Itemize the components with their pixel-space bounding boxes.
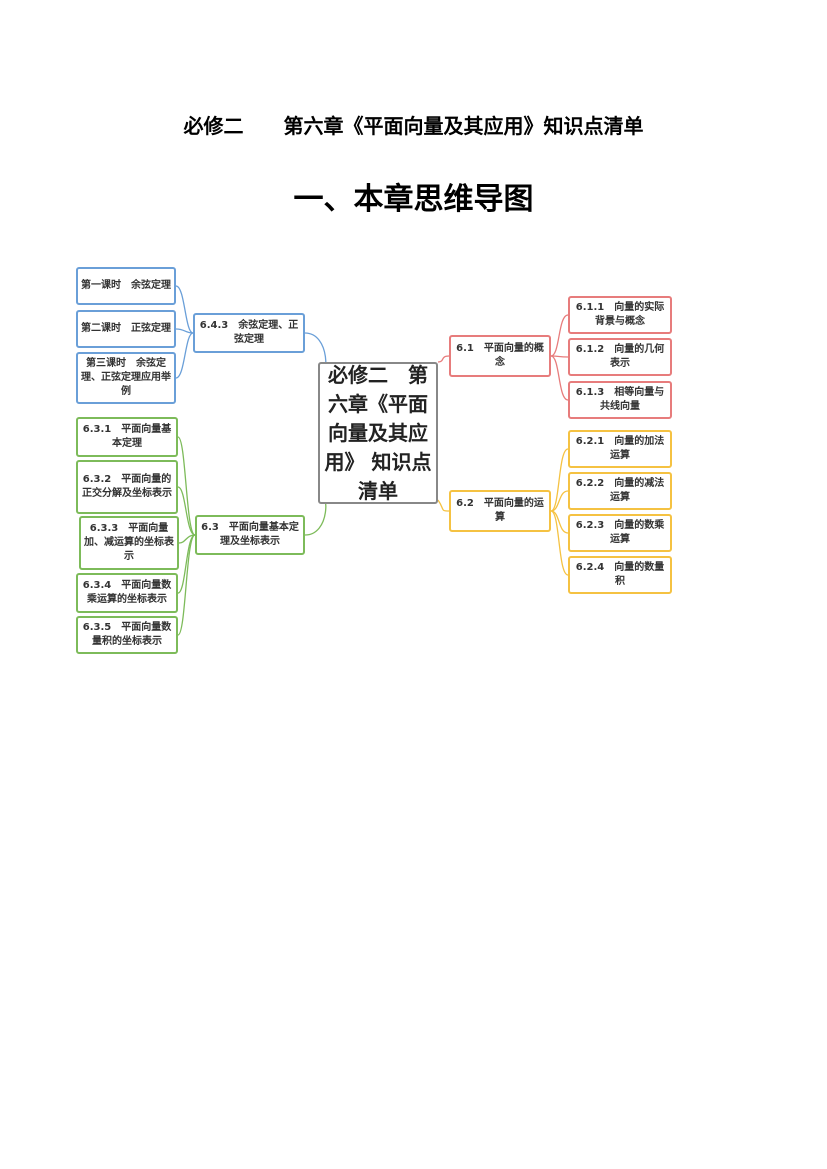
leaf-lesson-3: 第三课时 余弦定理、正弦定理应用举例 — [76, 352, 176, 404]
leaf-lesson-1: 第一课时 余弦定理 — [76, 267, 176, 305]
leaf-6-3-5: 6.3.5 平面向量数量积的坐标表示 — [76, 616, 178, 654]
red-connectors — [437, 314, 569, 401]
branch-6-3: 6.3 平面向量基本定理及坐标表示 — [195, 515, 305, 555]
leaf-6-1-3: 6.1.3 相等向量与共线向量 — [568, 381, 672, 419]
document-title: 必修二 第六章《平面向量及其应用》知识点清单 — [183, 114, 644, 138]
branch-6-2: 6.2 平面向量的运算 — [449, 490, 551, 532]
orange-connectors — [437, 448, 569, 576]
leaf-6-2-3: 6.2.3 向量的数乘运算 — [568, 514, 672, 552]
branch-6-1: 6.1 平面向量的概念 — [449, 335, 551, 377]
mindmap-root: 必修二 第六章《平面向量及其应用》 知识点清单 — [318, 362, 438, 504]
leaf-6-3-1: 6.3.1 平面向量基本定理 — [76, 417, 178, 457]
branch-6-4-3: 6.4.3 余弦定理、正弦定理 — [193, 313, 305, 353]
leaf-6-2-4: 6.2.4 向量的数量积 — [568, 556, 672, 594]
section-heading: 一、本章思维导图 — [293, 182, 534, 217]
leaf-6-2-2: 6.2.2 向量的减法运算 — [568, 472, 672, 510]
leaf-6-3-3: 6.3.3 平面向量加、减运算的坐标表示 — [79, 516, 179, 570]
leaf-6-1-1: 6.1.1 向量的实际背景与概念 — [568, 296, 672, 334]
leaf-6-3-2: 6.3.2 平面向量的正交分解及坐标表示 — [76, 460, 178, 514]
leaf-lesson-2: 第二课时 正弦定理 — [76, 310, 176, 348]
leaf-6-2-1: 6.2.1 向量的加法运算 — [568, 430, 672, 468]
leaf-6-3-4: 6.3.4 平面向量数乘运算的坐标表示 — [76, 573, 178, 613]
leaf-6-1-2: 6.1.2 向量的几何表示 — [568, 338, 672, 376]
